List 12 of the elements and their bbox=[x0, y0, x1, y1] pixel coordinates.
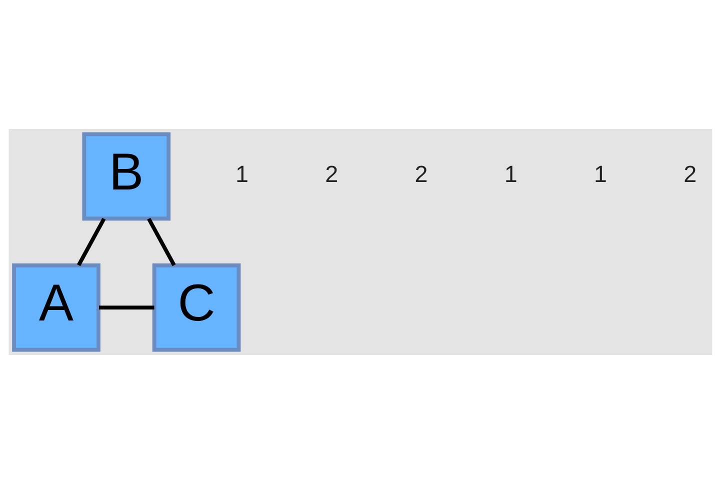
label: 1 bbox=[235, 161, 248, 188]
node-box: B bbox=[82, 132, 171, 221]
label: 1 bbox=[594, 161, 607, 188]
node-box: C bbox=[152, 263, 241, 352]
connector bbox=[99, 306, 154, 310]
node-box: A bbox=[12, 263, 100, 352]
label: 2 bbox=[684, 161, 697, 188]
connector bbox=[76, 218, 106, 266]
label: 2 bbox=[414, 161, 428, 188]
label: 1 bbox=[504, 161, 518, 188]
label: 2 bbox=[325, 161, 338, 188]
connector bbox=[147, 218, 176, 266]
